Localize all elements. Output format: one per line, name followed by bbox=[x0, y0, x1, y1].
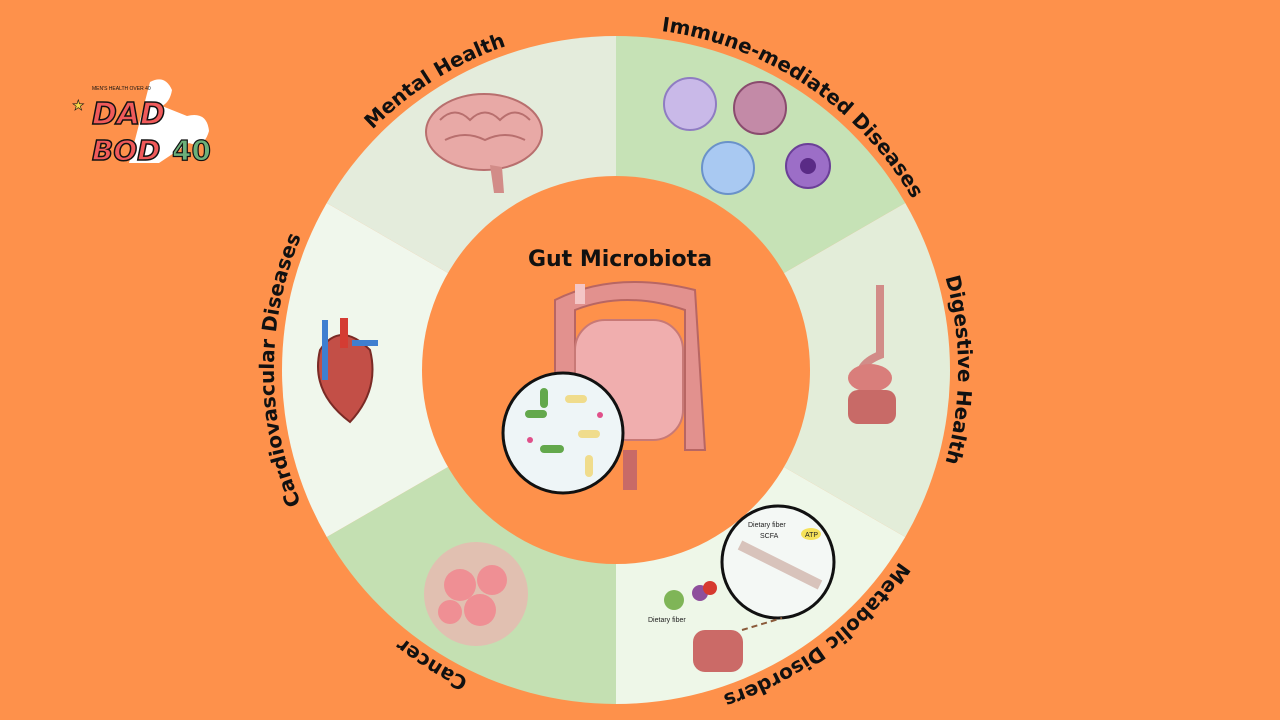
center-title: Gut Microbiota bbox=[528, 247, 712, 272]
inset-scfa: SCFA bbox=[760, 533, 779, 540]
immune-cells-icon bbox=[663, 77, 831, 195]
inset-atp: ATP bbox=[805, 532, 818, 539]
dietary-fiber-label: Dietary fiber bbox=[648, 617, 686, 624]
inset-dietary-fiber: Dietary fiber bbox=[748, 522, 786, 529]
dadbod40-logo: DAD BOD 40 MEN'S HEALTH OVER 40 ★ bbox=[72, 79, 212, 168]
logo-bottom: BOD bbox=[92, 134, 160, 167]
tumor-icon bbox=[424, 542, 528, 646]
logo-tagline: MEN'S HEALTH OVER 40 bbox=[92, 86, 151, 92]
logo-number: 40 bbox=[172, 134, 211, 167]
microbes-magnifier bbox=[501, 371, 625, 495]
star-icon: ★ bbox=[72, 97, 85, 113]
brain-icon bbox=[425, 93, 543, 193]
digestive-tract-icon bbox=[848, 285, 896, 424]
metabolic-illustration: Dietary fiber SCFA ATP Dietary fiber bbox=[648, 504, 836, 672]
logo-top: DAD bbox=[92, 97, 165, 132]
heart-icon bbox=[317, 318, 378, 424]
